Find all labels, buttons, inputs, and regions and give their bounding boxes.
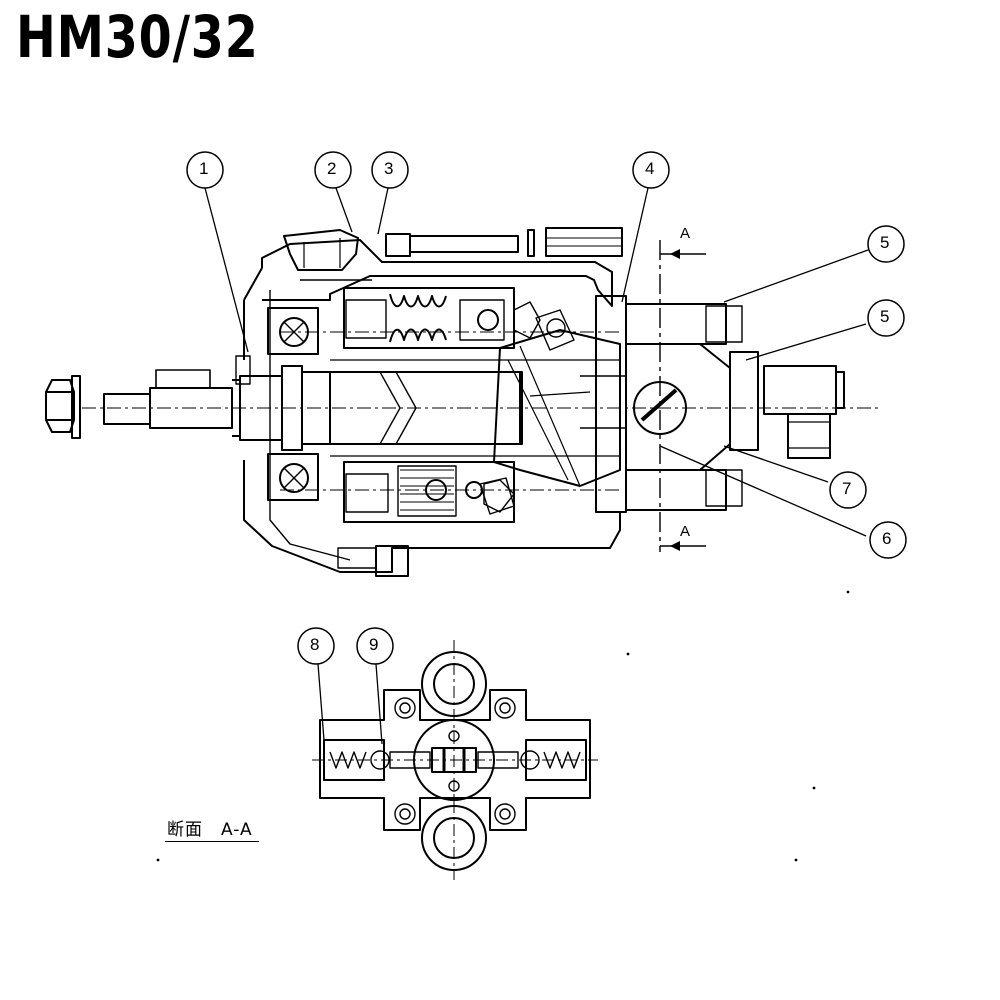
callout-number: 2 [327,159,337,178]
leader-lines [204,187,869,745]
callout-number: 6 [882,529,892,548]
centerlines [82,331,880,491]
page-title: HM30/32 [16,3,259,71]
upper-piston-assembly [343,287,541,349]
callout-number: 5 [880,233,890,252]
callout-number: 3 [384,159,394,178]
callout-number: 9 [369,635,379,654]
callout-number: 5 [880,307,890,326]
callout-number: 7 [842,479,852,498]
outlet-fitting [763,365,845,459]
section-caption: 断面 A-A [165,815,259,842]
drain-plug [337,545,409,577]
top-valve-block [283,229,359,271]
section-cut-line [659,240,706,552]
callout-8 [297,627,335,665]
callout-9 [356,627,394,665]
mounting-holes [394,697,516,825]
end-cover [580,295,759,513]
section-marker-bottom: A [680,523,691,540]
main-section-view [45,227,880,577]
housing-outline [243,239,621,573]
section-marker-top: A [680,225,691,242]
callout-number: 4 [645,159,655,178]
section-a-a-view [312,640,598,880]
lower-piston-assembly [343,461,515,523]
callout-1 [186,151,224,189]
callout-5b [867,299,905,337]
shaft-nut [45,375,81,439]
callout-number: 8 [310,635,320,654]
callout-number: 1 [199,159,209,178]
callouts [186,151,907,665]
scan-specks [156,590,850,862]
callout-7 [829,471,867,509]
cylinder-block [479,309,621,515]
front-bearing-top [267,307,319,355]
callout-5a [867,225,905,263]
callout-4 [632,151,670,189]
callout-2 [314,151,352,189]
tie-bolt [385,227,623,257]
callout-6 [869,521,907,559]
callout-3 [371,151,409,189]
front-bearing-bottom [267,453,319,501]
